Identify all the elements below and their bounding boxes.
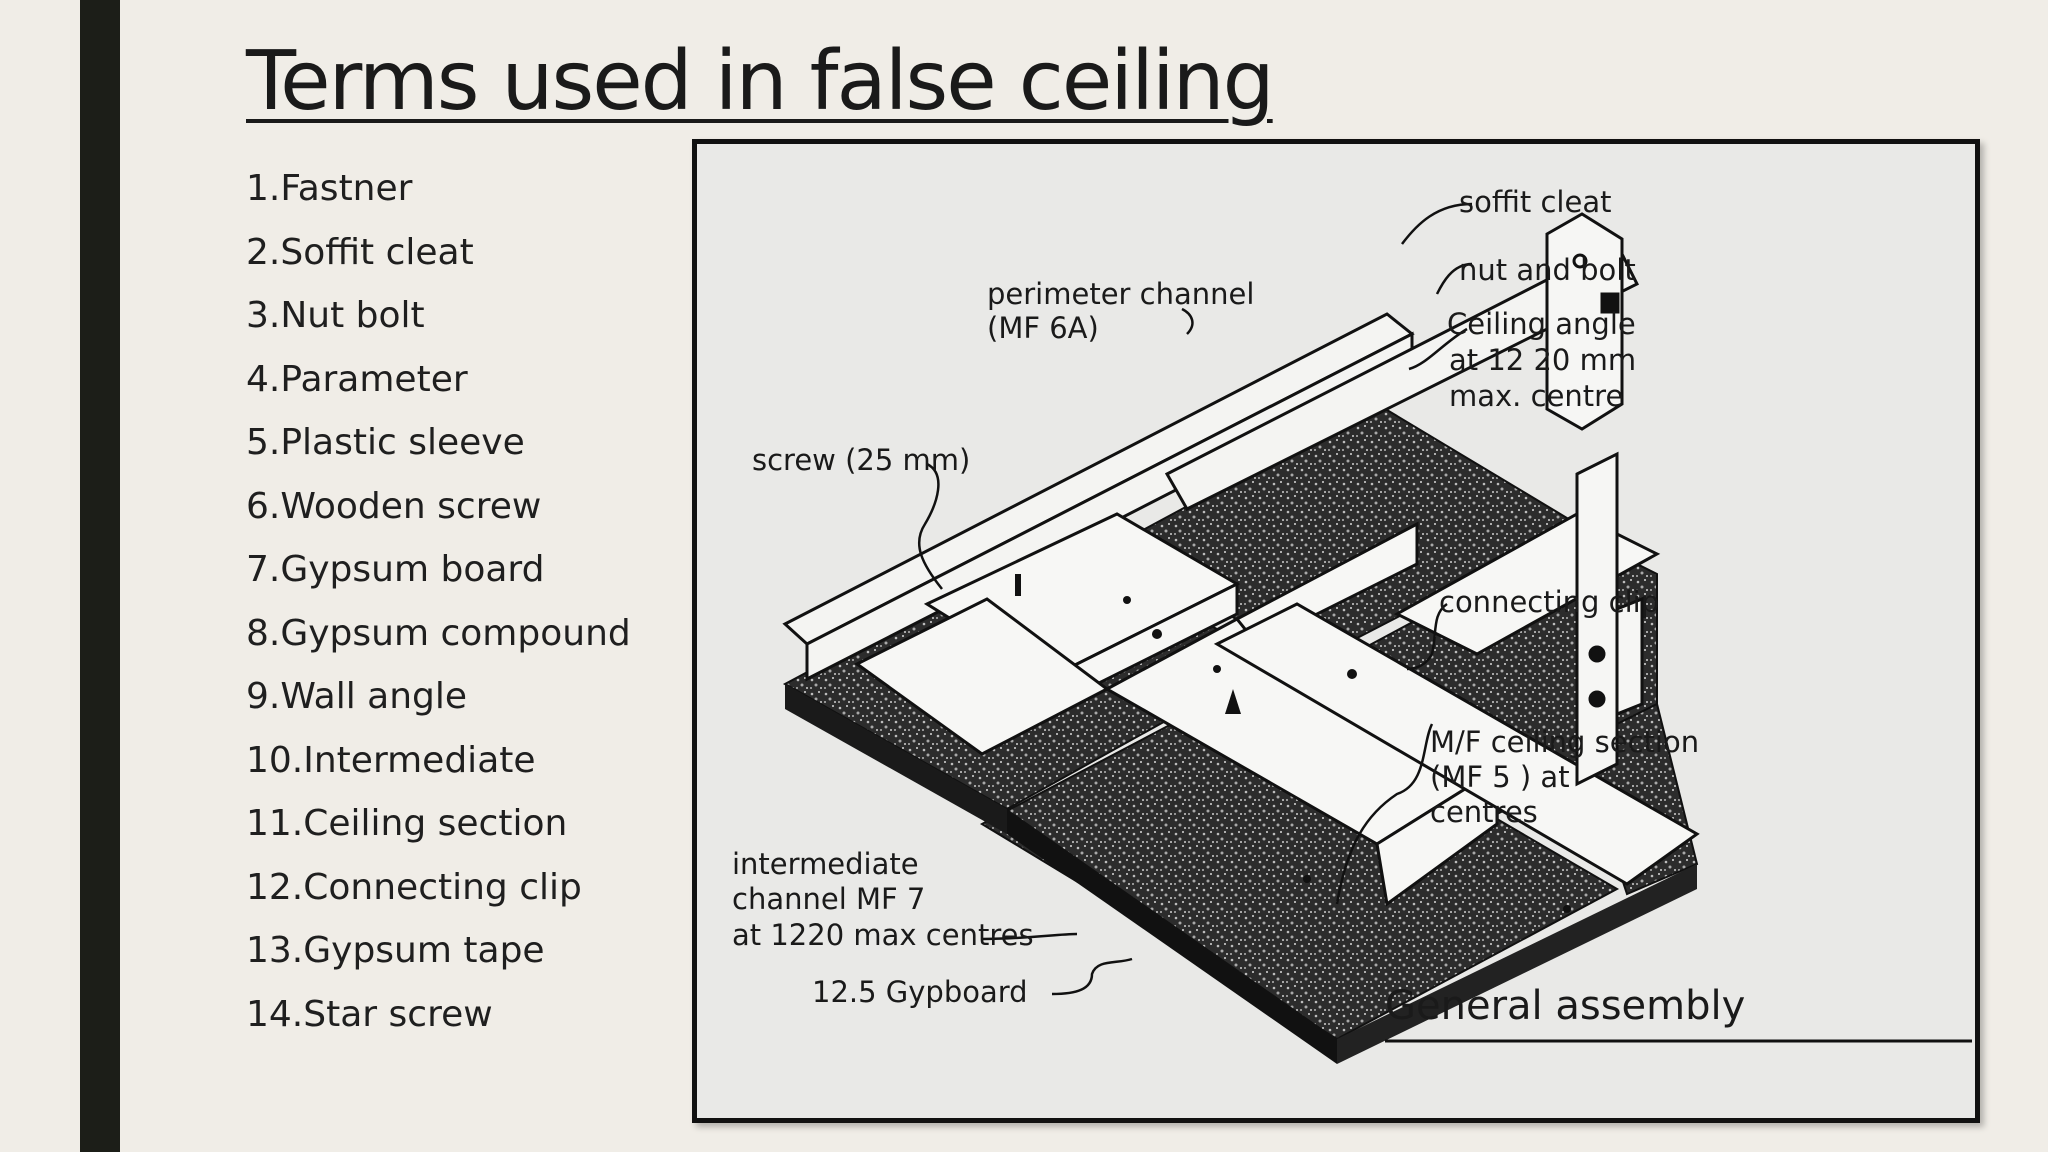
term-item: 6.Wooden screw [246,485,542,527]
gypboard-panels [782,402,1699,1064]
diagram-labels: soffit cleat nut and bolt Ceiling angle … [732,185,1972,1043]
label-intermediate-3: at 1220 max centres [732,918,1034,952]
term-item: 14.Star screw [246,993,493,1035]
term-item: 12.Connecting clip [246,866,582,908]
label-perimeter-1: perimeter channel [987,277,1254,311]
term-item: 1.Fastner [246,168,413,209]
hanger-assembly [1545,212,1644,787]
label-ceiling-angle-1: Ceiling angle [1447,307,1636,341]
term-item: 5.Plastic sleeve [246,422,525,463]
label-mf-3: centres [1430,795,1538,829]
terms-list: 1.Fastner 2.Soffit cleat 3.Nut bolt 4.Pa… [246,162,631,1051]
assembly-diagram: soffit cleat nut and bolt Ceiling angle … [692,139,1980,1123]
slide-title: Terms used in false ceiling [246,34,1275,129]
label-perimeter-2: (MF 6A) [987,311,1099,345]
assembly-drawing: soffit cleat nut and bolt Ceiling angle … [732,185,1972,1064]
label-nut-and-bolt: nut and bolt [1459,253,1636,287]
label-screw: screw (25 mm) [752,443,970,477]
term-item: 4.Parameter [246,358,468,400]
term-item: 2.Soffit cleat [246,231,474,273]
label-connecting-clip: connecting clip [1439,585,1659,619]
label-intermediate-1: intermediate [732,847,919,881]
label-mf-1: M/F ceiling section [1430,725,1699,759]
label-gypboard: 12.5 Gypboard [812,975,1028,1009]
leader-lines [917,202,1473,996]
diagram-caption: General assembly [1385,983,1745,1029]
ceiling-sections [854,512,1700,907]
fixings [1015,574,1571,913]
term-item: 10.Intermediate [246,739,536,781]
term-item: 9.Wall angle [246,676,468,717]
term-item: 7.Gypsum board [246,549,545,590]
term-item: 13.Gypsum tape [246,930,545,971]
label-ceiling-angle-3: max. centre [1449,379,1623,413]
term-item: 3.Nut bolt [246,295,425,336]
term-item: 11.Ceiling section [246,803,568,844]
label-ceiling-angle-2: at 12 20 mm [1449,343,1636,377]
term-item: 8.Gypsum compound [246,612,631,654]
label-mf-2: (MF 5 ) at [1430,760,1570,794]
label-intermediate-2: channel MF 7 [732,882,925,916]
label-soffit-cleat: soffit cleat [1459,185,1611,219]
side-accent-bar [80,0,120,1152]
